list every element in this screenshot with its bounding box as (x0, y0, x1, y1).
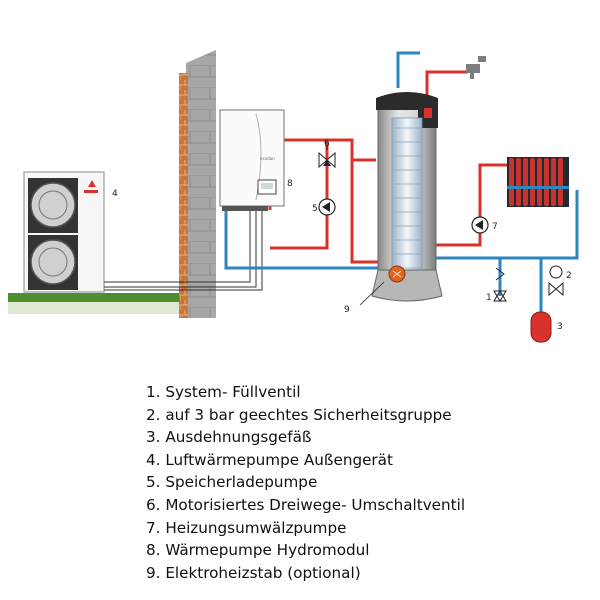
callout-4: 4 (112, 189, 118, 199)
three-way-valve (318, 145, 336, 169)
legend-item: 1. System- Füllventil (146, 383, 301, 401)
coil-rings (392, 127, 422, 269)
callout-1: 1 (486, 293, 492, 303)
return-pipe-heating (432, 190, 579, 260)
radiator-return-header (507, 186, 569, 189)
refrigerant-line-2 (104, 210, 257, 288)
cold-water-inlet (396, 51, 420, 88)
valve-1-body (493, 290, 507, 302)
radiator-section (509, 158, 514, 206)
radiator-section (558, 158, 563, 206)
wall-blocks (186, 50, 216, 318)
legend-item: 5. Speicherladepumpe (146, 473, 318, 492)
legend-list: 1. System- Füllventil 2. auf 3 bar geech… (146, 381, 465, 584)
callout-6: 6 (324, 139, 330, 149)
refrigerant-line-1 (104, 210, 251, 283)
brand-logo-bar (84, 190, 98, 193)
return-pipe-tank (224, 210, 384, 270)
callout-line-9 (359, 281, 385, 306)
radiator-section (551, 158, 556, 206)
legend-item: 6. Motorisiertes Dreiwege- Umschaltventi… (146, 495, 466, 514)
callout-5: 5 (312, 204, 318, 214)
immersion-heater-mark (392, 270, 402, 278)
fan-upper-ring (38, 190, 68, 220)
refrigerant-lines (104, 210, 263, 291)
fan-lower-grille (30, 239, 76, 285)
tap-handle (478, 56, 486, 62)
wall-brick-facing (179, 73, 188, 318)
flow-pipe-heating (434, 163, 508, 247)
tap-spout (470, 73, 474, 79)
vessel-3-body (530, 311, 552, 343)
radiator-section (530, 158, 535, 206)
house-wall (179, 50, 216, 318)
fan-upper-grille (30, 182, 76, 228)
legend-item: 2. auf 3 bar geechtes Sicherheitsgruppe (146, 405, 452, 424)
callout-9: 9 (344, 305, 350, 315)
cylinder-indicator (424, 108, 432, 118)
pump-7-arrow-icon (475, 220, 483, 230)
expansion-vessel (530, 311, 552, 343)
hydromodule: ecodan (219, 109, 285, 211)
legend-item: 8. Wärmepumpe Hydromodul (146, 541, 370, 560)
legend-item: 4. Luftwärmepumpe Außengerät (146, 450, 393, 469)
valve-2-body (548, 281, 564, 297)
return-pipes (224, 51, 579, 312)
hot-water-cylinder (359, 92, 443, 306)
controller-display (261, 183, 273, 189)
hydromodule-connections (222, 206, 268, 211)
fill-valve (493, 267, 507, 302)
valve-6-port (323, 160, 331, 166)
callout-3: 3 (557, 322, 563, 332)
charging-pump (318, 198, 336, 216)
callout-7: 7 (492, 222, 498, 232)
hot-water-tap (466, 56, 486, 79)
radiator-section (544, 158, 549, 206)
check-valve-icon (495, 267, 505, 281)
ground (8, 293, 216, 314)
fan-lower-ring (38, 247, 68, 277)
hydromodule-logo: ecodan (260, 156, 275, 161)
outdoor-unit (23, 171, 105, 293)
ground-grass (8, 293, 216, 302)
callout-2: 2 (566, 271, 572, 281)
brand-logo-icon (88, 180, 96, 187)
pump-5-arrow-icon (322, 202, 330, 212)
heat-pump-system-diagram: ecodan (8, 50, 579, 343)
safety-group (548, 265, 564, 297)
tap-body (466, 64, 480, 73)
legend-item: 7. Heizungsumwälzpumpe (146, 518, 347, 537)
cylinder-base (371, 269, 443, 302)
legend-item: 9. Elektroheizstab (optional) (146, 563, 361, 582)
cylinder-coil (391, 117, 423, 275)
radiator-section (537, 158, 542, 206)
heating-pump (471, 216, 489, 234)
radiator (507, 157, 569, 207)
gauge-icon (549, 265, 563, 279)
radiator-section (523, 158, 528, 206)
radiator-section (516, 158, 521, 206)
refrigerant-line-3 (104, 210, 263, 291)
callout-8: 8 (287, 179, 293, 189)
ground-soil (8, 302, 216, 314)
flow-pipe-loop (270, 140, 329, 250)
legend-item: 3. Ausdehnungsgefäß (146, 428, 312, 447)
